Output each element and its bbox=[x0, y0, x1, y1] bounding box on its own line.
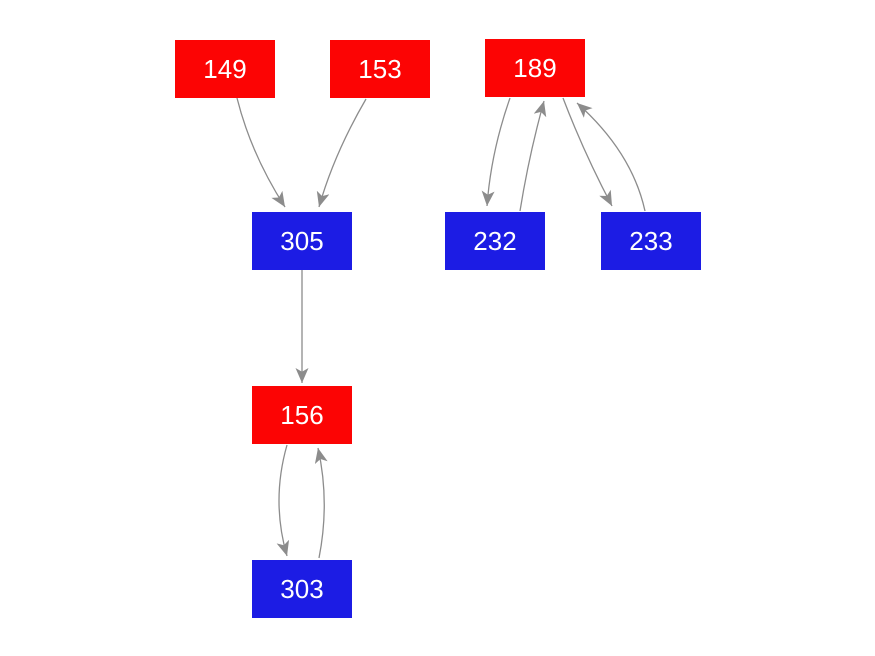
edge-156-303 bbox=[276, 444, 290, 557]
graph-node-232[interactable]: 232 bbox=[445, 212, 545, 270]
edge-303-156 bbox=[314, 447, 328, 559]
edge-189-232 bbox=[481, 97, 511, 207]
node-label: 149 bbox=[203, 54, 247, 84]
edge-233-189 bbox=[576, 102, 646, 212]
node-label: 303 bbox=[280, 574, 324, 604]
edge-149-305 bbox=[236, 97, 286, 208]
graph-node-189[interactable]: 189 bbox=[485, 39, 585, 97]
graph-node-305[interactable]: 305 bbox=[252, 212, 352, 270]
graph-node-303[interactable]: 303 bbox=[252, 560, 352, 618]
node-label: 156 bbox=[280, 400, 324, 430]
graph-node-149[interactable]: 149 bbox=[175, 40, 275, 98]
graph-node-156[interactable]: 156 bbox=[252, 386, 352, 444]
node-label: 189 bbox=[513, 53, 557, 83]
edge-189-233 bbox=[562, 97, 613, 207]
node-label: 233 bbox=[629, 226, 673, 256]
node-label: 305 bbox=[280, 226, 324, 256]
edge-153-305 bbox=[316, 98, 367, 208]
graph-node-233[interactable]: 233 bbox=[601, 212, 701, 270]
graph-node-153[interactable]: 153 bbox=[330, 40, 430, 98]
edge-232-189 bbox=[519, 100, 547, 212]
node-label: 153 bbox=[358, 54, 402, 84]
node-label: 232 bbox=[473, 226, 517, 256]
